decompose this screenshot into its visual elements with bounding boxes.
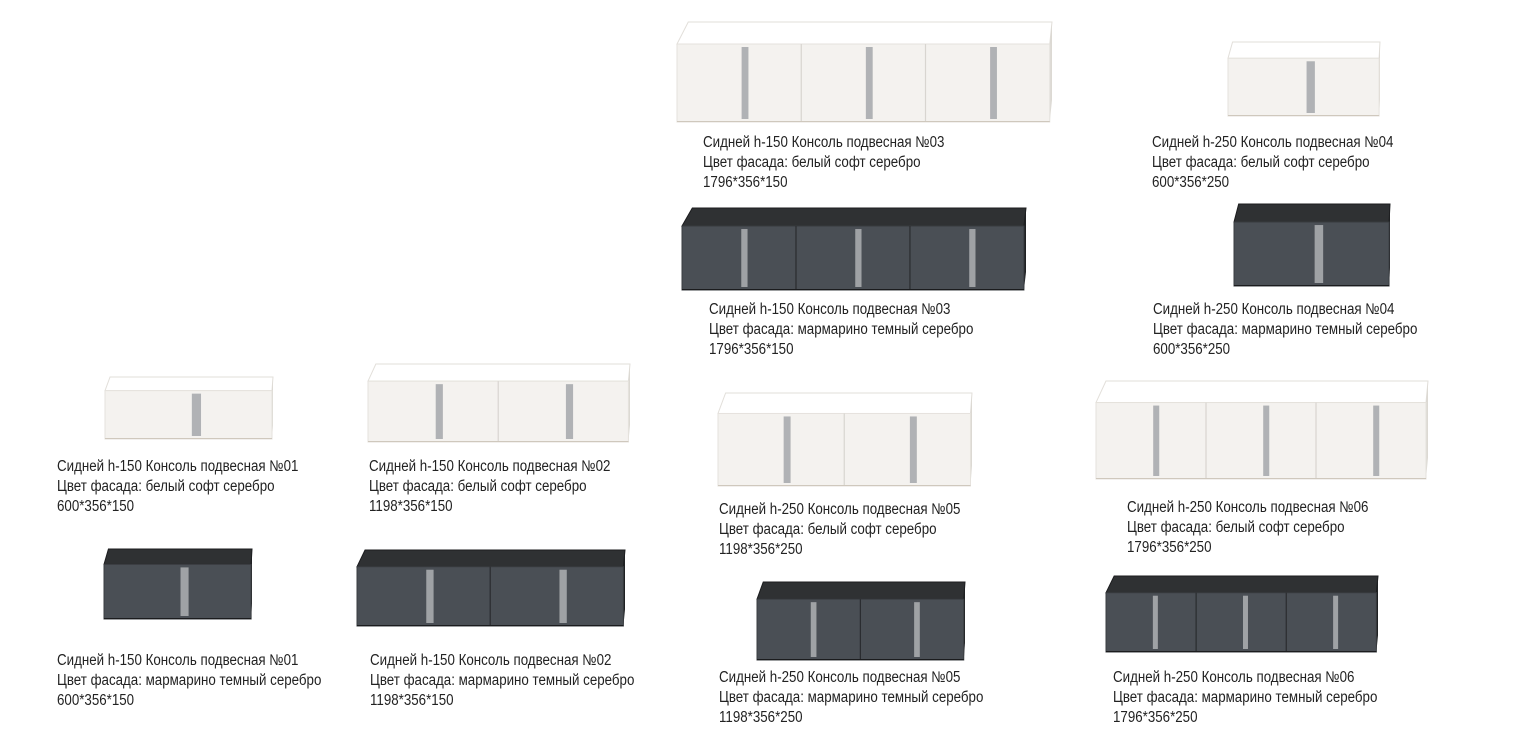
product-color: Цвет фасада: белый софт серебро <box>719 521 937 538</box>
product-image <box>1095 380 1429 480</box>
product-caption: Сидней h-250 Консоль подвесная №06 Цвет … <box>1113 668 1377 728</box>
product-caption: Сидней h-250 Консоль подвесная №05 Цвет … <box>719 500 960 560</box>
product-title: Сидней h-250 Консоль подвесная №06 <box>1113 669 1355 686</box>
product-size: 1796*356*250 <box>1127 539 1212 556</box>
product-size: 1796*356*150 <box>703 174 788 191</box>
product-image <box>356 549 626 627</box>
product-color: Цвет фасада: белый софт серебро <box>1152 154 1370 171</box>
product-size: 1198*356*150 <box>370 692 454 709</box>
product-caption: Сидней h-150 Консоль подвесная №01 Цвет … <box>57 651 321 711</box>
product-image <box>676 21 1053 123</box>
product-size: 600*356*150 <box>57 692 135 709</box>
product-title: Сидней h-150 Консоль подвесная №02 <box>370 652 612 669</box>
product-color: Цвет фасада: мармарино темный серебро <box>709 321 974 338</box>
product-image <box>104 376 274 440</box>
product-image <box>717 392 973 487</box>
product-size: 1198*356*250 <box>719 541 803 558</box>
product-size: 600*356*250 <box>1153 341 1231 358</box>
product-caption: Сидней h-150 Консоль подвесная №03 Цвет … <box>709 300 973 360</box>
product-color: Цвет фасада: белый софт серебро <box>369 478 587 495</box>
product-size: 600*356*250 <box>1152 174 1230 191</box>
product-caption: Сидней h-250 Консоль подвесная №05 Цвет … <box>719 668 983 728</box>
product-caption: Сидней h-250 Консоль подвесная №04 Цвет … <box>1153 300 1417 360</box>
product-caption: Сидней h-150 Консоль подвесная №02 Цвет … <box>370 651 634 711</box>
product-caption: Сидней h-250 Консоль подвесная №06 Цвет … <box>1127 498 1368 558</box>
product-size: 600*356*150 <box>57 498 135 515</box>
product-title: Сидней h-150 Консоль подвесная №01 <box>57 652 299 669</box>
product-title: Сидней h-150 Консоль подвесная №02 <box>369 458 611 475</box>
product-image <box>367 363 631 443</box>
product-color: Цвет фасада: мармарино темный серебро <box>719 689 984 706</box>
product-size: 1796*356*150 <box>709 341 794 358</box>
product-caption: Сидней h-150 Консоль подвесная №03 Цвет … <box>703 133 944 193</box>
product-title: Сидней h-250 Консоль подвесная №06 <box>1127 499 1369 516</box>
product-title: Сидней h-150 Консоль подвесная №01 <box>57 458 299 475</box>
product-color: Цвет фасада: мармарино темный серебро <box>370 672 635 689</box>
product-caption: Сидней h-150 Консоль подвесная №02 Цвет … <box>369 457 610 517</box>
product-color: Цвет фасада: белый софт серебро <box>703 154 921 171</box>
product-color: Цвет фасада: белый софт серебро <box>57 478 275 495</box>
product-color: Цвет фасада: мармарино темный серебро <box>1113 689 1378 706</box>
product-image <box>1233 203 1391 287</box>
product-color: Цвет фасада: мармарино темный серебро <box>1153 321 1418 338</box>
product-size: 1796*356*250 <box>1113 709 1198 726</box>
product-caption: Сидней h-250 Консоль подвесная №04 Цвет … <box>1152 133 1393 193</box>
product-title: Сидней h-150 Консоль подвесная №03 <box>703 134 945 151</box>
product-caption: Сидней h-150 Консоль подвесная №01 Цвет … <box>57 457 298 517</box>
product-size: 1198*356*250 <box>719 709 803 726</box>
product-image <box>681 207 1027 291</box>
product-color: Цвет фасада: мармарино темный серебро <box>57 672 322 689</box>
product-image <box>756 581 966 661</box>
product-size: 1198*356*150 <box>369 498 453 515</box>
product-image <box>1227 41 1381 117</box>
product-image <box>1105 575 1379 653</box>
product-title: Сидней h-250 Консоль подвесная №05 <box>719 501 961 518</box>
product-title: Сидней h-250 Консоль подвесная №04 <box>1153 301 1395 318</box>
product-image <box>103 548 253 620</box>
product-title: Сидней h-250 Консоль подвесная №04 <box>1152 134 1394 151</box>
product-color: Цвет фасада: белый софт серебро <box>1127 519 1345 536</box>
product-title: Сидней h-150 Консоль подвесная №03 <box>709 301 951 318</box>
product-title: Сидней h-250 Консоль подвесная №05 <box>719 669 961 686</box>
